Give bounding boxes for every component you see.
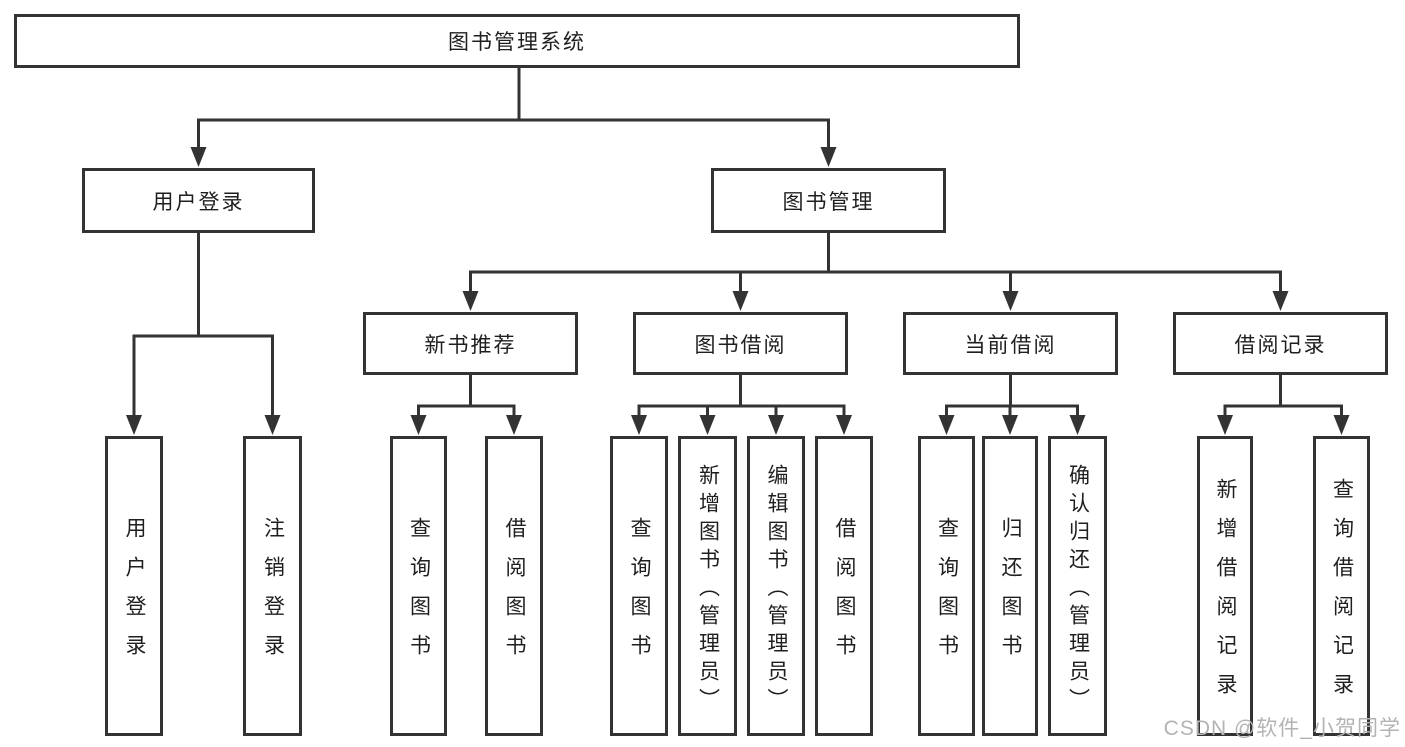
node-book-borrowing: 图书借阅 (633, 312, 848, 375)
node-book-management: 图书管理 (711, 168, 946, 233)
node-leaf-add-books-admin: 新增图书（管理员） (678, 436, 737, 736)
node-leaf-edit-books-admin: 编辑图书（管理员） (747, 436, 805, 736)
csdn-watermark: CSDN @软件_小贺同学 (1163, 717, 1401, 740)
node-leaf-add-borrow-record: 新增借阅记录 (1197, 436, 1253, 736)
node-library-management-system: 图书管理系统 (14, 14, 1020, 68)
node-leaf-query-books-borrow: 查询图书 (610, 436, 668, 736)
node-user-login: 用户登录 (82, 168, 315, 233)
node-leaf-return-books: 归还图书 (982, 436, 1038, 736)
node-new-book-recommendation: 新书推荐 (363, 312, 578, 375)
node-leaf-confirm-return-admin: 确认归还（管理员） (1048, 436, 1107, 736)
node-leaf-user-login: 用户登录 (105, 436, 163, 736)
node-leaf-borrow-books-recommend: 借阅图书 (485, 436, 543, 736)
node-leaf-borrow-books: 借阅图书 (815, 436, 873, 736)
node-current-borrowing: 当前借阅 (903, 312, 1118, 375)
node-leaf-logout: 注销登录 (243, 436, 302, 736)
node-leaf-query-borrow-record: 查询借阅记录 (1313, 436, 1370, 736)
node-leaf-query-books-recommend: 查询图书 (390, 436, 447, 736)
node-leaf-query-books-current: 查询图书 (918, 436, 975, 736)
node-borrowing-records: 借阅记录 (1173, 312, 1388, 375)
